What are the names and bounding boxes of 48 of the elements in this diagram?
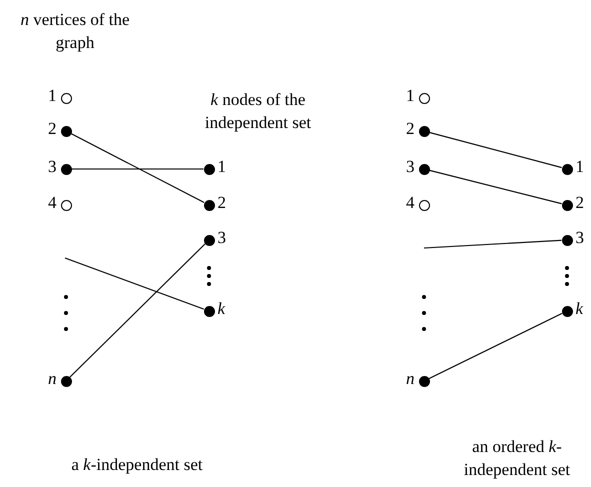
vertex-label: 4 bbox=[406, 194, 414, 212]
filled-dot bbox=[204, 306, 214, 316]
vertex-label: 2 bbox=[48, 120, 56, 138]
filled-dot bbox=[204, 164, 214, 174]
filled-dot bbox=[418, 126, 430, 136]
filled-dot bbox=[204, 200, 214, 210]
connector-line bbox=[424, 240, 562, 249]
filled-dot bbox=[60, 376, 72, 386]
vertex-label: 1 bbox=[48, 87, 56, 105]
caption-text: k nodes of the independent set bbox=[204, 89, 312, 134]
filled-dot bbox=[418, 164, 430, 174]
connector-line bbox=[428, 312, 562, 380]
vertex-label: 1 bbox=[218, 158, 226, 176]
vertex-label: 3 bbox=[218, 229, 226, 247]
vertex-label: n bbox=[48, 370, 56, 388]
open-circle bbox=[418, 92, 430, 104]
caption-text: a k-independent set bbox=[70, 454, 204, 476]
connector-line bbox=[70, 133, 204, 203]
filled-dot bbox=[60, 126, 72, 136]
filled-dot bbox=[562, 200, 572, 210]
connector-line bbox=[72, 168, 204, 170]
vertex-label: 3 bbox=[406, 158, 414, 176]
filled-dot bbox=[418, 376, 430, 386]
filled-dot bbox=[562, 234, 572, 246]
open-circle bbox=[418, 200, 430, 210]
connector-line bbox=[429, 132, 562, 168]
vertex-label: 3 bbox=[48, 158, 56, 176]
caption-text: n vertices of the graph bbox=[19, 9, 131, 54]
connector-line bbox=[64, 257, 204, 310]
filled-dot bbox=[562, 164, 572, 174]
vertex-label: k bbox=[576, 300, 584, 318]
filled-dot bbox=[562, 306, 572, 316]
vertex-label: 2 bbox=[406, 120, 414, 138]
filled-dot bbox=[204, 234, 214, 246]
caption-text: an ordered k-independent set bbox=[462, 436, 572, 481]
vertex-label: n bbox=[406, 370, 414, 388]
vertex-label: 2 bbox=[576, 194, 584, 212]
vertex-label: 3 bbox=[576, 229, 584, 247]
connector-line bbox=[70, 243, 206, 378]
connector-line bbox=[429, 170, 562, 204]
vertex-label: k bbox=[218, 300, 226, 318]
vertex-label: 1 bbox=[406, 87, 414, 105]
vertex-label: 2 bbox=[218, 194, 226, 212]
open-circle bbox=[60, 92, 72, 104]
filled-dot bbox=[60, 164, 72, 174]
vertex-label: 1 bbox=[576, 158, 584, 176]
open-circle bbox=[60, 200, 72, 210]
vertex-label: 4 bbox=[48, 194, 56, 212]
